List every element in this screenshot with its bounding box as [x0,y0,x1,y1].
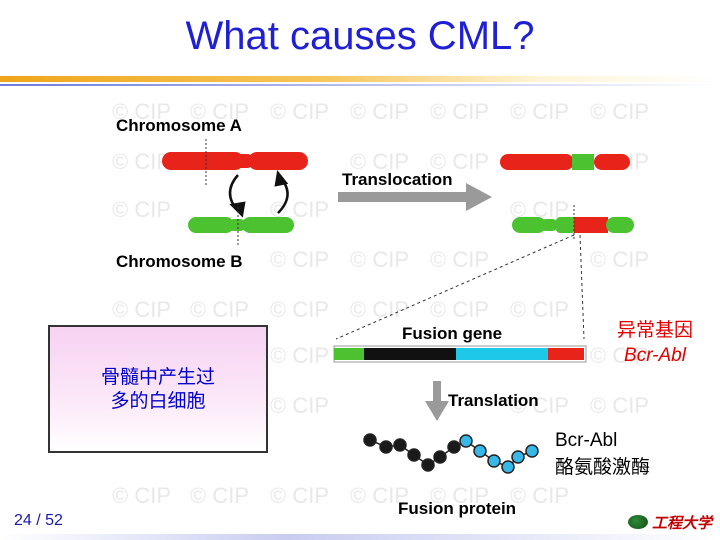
abnormal-gene-line-1: 异常基因 [616,319,693,341]
page-number: 24 / 52 [14,512,63,529]
title-underline-secondary [0,84,720,86]
footer-rule [0,534,720,540]
cml-translocation-diagram: © CIP © CIP © CIP © CIP © CIP © CIP © CI… [100,95,660,535]
zoom-lines [335,234,585,340]
svg-text:© CIP: © CIP [270,343,329,368]
svg-text:© CIP: © CIP [270,99,329,124]
svg-text:© CIP: © CIP [350,99,409,124]
pink-box-line-2: 多的白细胞 [110,390,206,412]
leukocyte-overproduction-box: 骨髓中产生过 多的白细胞 [48,325,268,453]
fusion-gene-label: Fusion gene [402,324,502,343]
svg-text:© CIP: © CIP [430,483,489,508]
translation-arrow [425,381,449,421]
svg-text:© CIP: © CIP [112,197,171,222]
svg-text:© CIP: © CIP [112,297,171,322]
svg-text:© CIP: © CIP [430,247,489,272]
university-logo-icon [628,515,648,529]
svg-text:© CIP: © CIP [590,393,649,418]
kinase-note: Bcr-Abl 酪氨酸激酶 [555,428,695,480]
chromosome-a-label: Chromosome A [116,116,242,135]
svg-text:© CIP: © CIP [350,247,409,272]
svg-text:© CIP: © CIP [590,343,649,368]
translocation-arrow [338,183,492,211]
fusion-protein-chain [363,433,539,474]
leukocyte-overproduction-text: 骨髓中产生过 多的白细胞 [50,365,266,413]
chromosome-b [188,203,294,245]
derivative-chromosome-1 [500,154,630,170]
svg-text:© CIP: © CIP [270,483,329,508]
fusion-gene-bar [333,345,587,363]
derivative-chromosome-2 [512,205,634,240]
kinase-line-1: Bcr-Abl [555,430,618,451]
svg-text:© CIP: © CIP [590,247,649,272]
svg-text:© CIP: © CIP [270,247,329,272]
svg-text:© CIP: © CIP [190,99,249,124]
translocation-label: Translocation [342,170,453,189]
svg-text:© CIP: © CIP [430,149,489,174]
title-underline [0,76,720,82]
chromosome-a [162,139,308,185]
abnormal-gene-line-2: Bcr-Abl [624,345,686,366]
kinase-line-2: 酪氨酸激酶 [555,456,651,478]
svg-text:© CIP: © CIP [270,297,329,322]
svg-text:© CIP: © CIP [112,483,171,508]
svg-text:© CIP: © CIP [350,483,409,508]
svg-text:© CIP: © CIP [510,297,569,322]
svg-text:© CIP: © CIP [112,99,171,124]
pink-box-line-1: 骨髓中产生过 [100,366,215,388]
svg-text:© CIP: © CIP [510,393,569,418]
university-logo: 工程大学 [628,510,714,534]
abnormal-gene-note: 异常基因 Bcr-Abl [600,318,710,368]
diagram-svg: © CIP © CIP © CIP © CIP © CIP © CIP © CI… [112,99,649,518]
svg-text:© CIP: © CIP [430,297,489,322]
watermark-layer: © CIP © CIP © CIP © CIP © CIP © CIP © CI… [112,99,649,508]
svg-text:© CIP: © CIP [590,99,649,124]
svg-text:© CIP: © CIP [350,149,409,174]
svg-text:© CIP: © CIP [350,297,409,322]
svg-text:© CIP: © CIP [510,99,569,124]
fusion-protein-label: Fusion protein [398,499,516,518]
svg-text:© CIP: © CIP [510,483,569,508]
svg-text:© CIP: © CIP [270,393,329,418]
slide-title: What causes CML? [185,14,535,58]
chromosome-b-label: Chromosome B [116,252,243,271]
svg-text:© CIP: © CIP [190,297,249,322]
university-logo-text: 工程大学 [652,513,713,532]
translation-label: Translation [448,391,539,410]
svg-text:© CIP: © CIP [430,99,489,124]
svg-text:© CIP: © CIP [190,483,249,508]
svg-text:© CIP: © CIP [112,149,171,174]
